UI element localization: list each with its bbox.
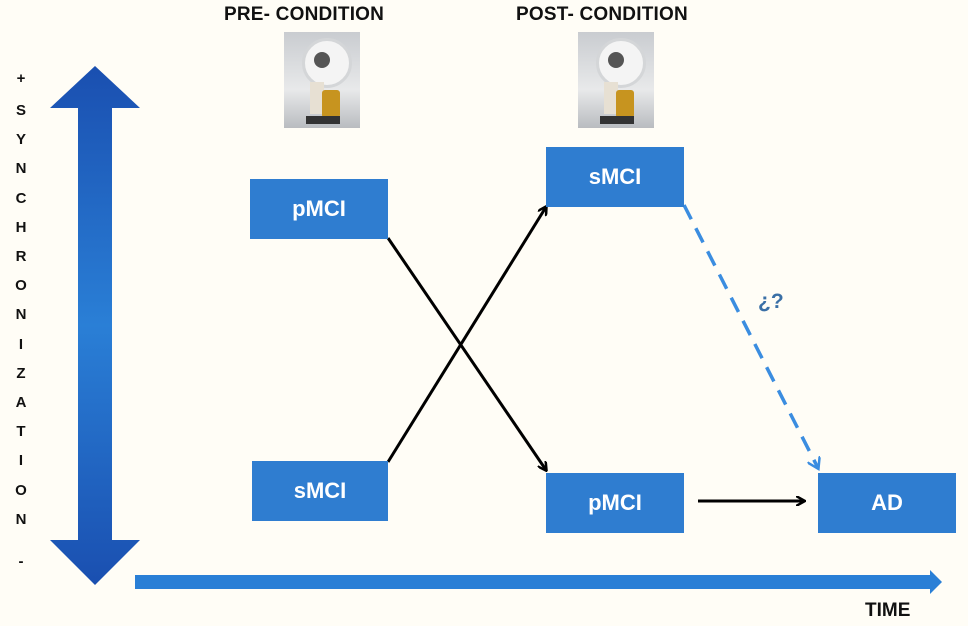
synchronization-axis-arrow [50, 66, 140, 585]
axis-plus-label: + [16, 70, 26, 87]
time-axis-arrow [135, 570, 942, 594]
synchronization-letter: H [15, 218, 27, 236]
arrow-pre-smci-to-post-smci [386, 207, 546, 463]
synchronization-letter: Z [16, 364, 26, 382]
ad-box: AD [818, 473, 956, 533]
time-axis-label: TIME [865, 600, 911, 621]
post-condition-heading: POST- CONDITION [516, 4, 688, 25]
pre-condition-heading: PRE- CONDITION [224, 4, 385, 25]
synchronization-letter: I [18, 452, 24, 470]
synchronization-letter: R [15, 248, 27, 265]
mri-scanner-icon [578, 32, 654, 128]
pre-pmci-box: pMCI [250, 179, 388, 239]
synchronization-letter: N [15, 160, 27, 178]
post-smci-box: sMCI [546, 147, 684, 207]
post-pmci-box: pMCI [546, 473, 684, 533]
axis-minus-label: - [18, 553, 24, 570]
synchronization-letter: T [16, 423, 26, 441]
synchronization-letter: N [15, 306, 27, 324]
mri-scanner-icon [284, 32, 360, 128]
synchronization-letter: I [18, 335, 24, 353]
synchronization-letter: Y [15, 131, 26, 149]
synchronization-letter: O [15, 481, 27, 499]
synchronization-letter: A [15, 394, 27, 411]
synchronization-letter: N [15, 510, 27, 528]
synchronization-letter: C [15, 189, 27, 207]
uncertainty-label: ¿? [758, 290, 784, 313]
synchronization-letter: O [15, 277, 27, 295]
pre-smci-box: sMCI [252, 461, 388, 521]
dashed-arrow-smci-to-ad [682, 204, 818, 468]
synchronization-letter: S [15, 102, 26, 119]
arrow-pre-pmci-to-post-pmci [386, 237, 546, 470]
